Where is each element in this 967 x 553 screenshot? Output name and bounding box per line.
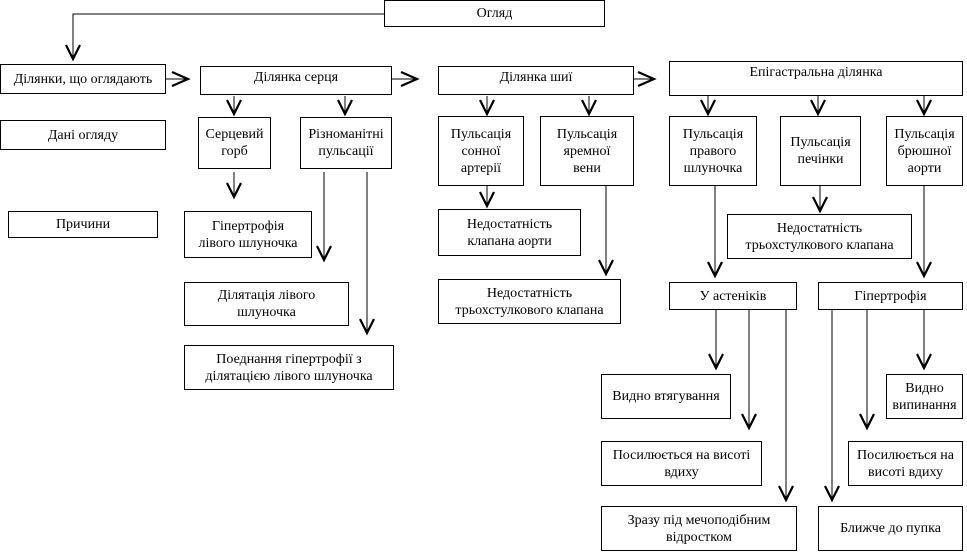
arrow-head-down (707, 261, 723, 279)
arrow-head-down (226, 99, 242, 117)
arrow-head-down (824, 485, 840, 503)
arrow-head-right (400, 70, 420, 88)
node-vydno-vypynannia: Видно випинання (886, 374, 963, 419)
arrow-head-down (359, 318, 375, 336)
node-ohliad: Огляд (384, 0, 605, 27)
arrow-head-down (581, 99, 597, 117)
node-posyliuietsia-hipertrofiia: Посилюється на висоті вдиху (848, 441, 963, 486)
arrow-head-down (65, 44, 81, 62)
node-dani-ohliadu: Дані огляду (0, 120, 166, 150)
node-u-astenikiv: У астеніків (669, 282, 797, 310)
arrow-head-down (859, 413, 875, 431)
node-pulsatsiia-pravoho: Пульсація правого шлуночка (669, 116, 757, 186)
node-nedostatnist-trykh-shyia: Недостатність трьохстулкового клапана (438, 279, 621, 324)
arrow-head-down (916, 261, 932, 279)
node-hipertrofiia: Гіпертрофія (818, 282, 963, 310)
arrow-head-down (337, 99, 353, 117)
arrow-head-down (479, 191, 495, 209)
arrow-head-down (810, 99, 826, 117)
node-nedostatnist-trykh-epi: Недостатність трьохстулкового клапана (727, 214, 912, 259)
node-nedostatnist-aorty: Недостатність клапана аорти (438, 209, 581, 256)
node-pulsatsiia-yaremnoi: Пульсація яремної вени (540, 116, 634, 186)
node-dilianky: Ділянки, що оглядають (0, 64, 166, 94)
arrow-head-down (708, 353, 724, 371)
node-vydno-vtyhuvannia: Видно втягування (601, 374, 731, 419)
node-pulsatsiia-cherevnoi: Пульсація брюшної аорти (886, 116, 963, 186)
arrow-head-down (741, 413, 757, 431)
node-hipertrofiia-lsh: Гіпертрофія лівого шлуночка (184, 211, 312, 258)
node-blyzhche-do-pupka: Ближче до пупка (818, 506, 963, 551)
node-pulsatsiia-sonnoi: Пульсація сонної артерії (438, 116, 524, 186)
connector-line (72, 13, 384, 59)
node-pid-mechopodibnym: Зразу під мечоподібним відростком (601, 506, 797, 551)
node-dilianka-sertsia: Ділянка серця (200, 66, 392, 95)
arrow-head-right (171, 70, 191, 88)
arrow-head-down (812, 196, 828, 214)
node-riznomanitni-pulsatsii: Різноманітні пульсації (300, 117, 392, 169)
arrow-head-down (226, 182, 242, 200)
node-epihastralna: Епігастральна ділянка (669, 61, 963, 96)
arrow-head-down (778, 485, 794, 503)
node-sertsevyi-horb: Серцевий горб (198, 117, 271, 169)
node-posyliuietsia-astenikiv: Посилюється на висоті вдиху (601, 441, 762, 486)
arrow-head-right (637, 70, 657, 88)
arrow-head-down (916, 353, 932, 371)
arrow-head-down (598, 259, 614, 277)
arrow-head-down (700, 99, 716, 117)
arrow-head-down (479, 99, 495, 117)
node-poiednannia: Поеднання гіпертрофії з ділятацією лівог… (184, 345, 394, 390)
arrow-head-down (316, 245, 332, 263)
node-pulsatsiia-pechinky: Пульсація печінки (780, 116, 861, 186)
node-dilianka-shyi: Ділянка шиї (438, 66, 634, 95)
node-dylatatsiia: Ділятація лівого шлуночка (184, 282, 349, 326)
node-prychyny: Причини (8, 211, 158, 238)
arrow-head-down (916, 99, 932, 117)
